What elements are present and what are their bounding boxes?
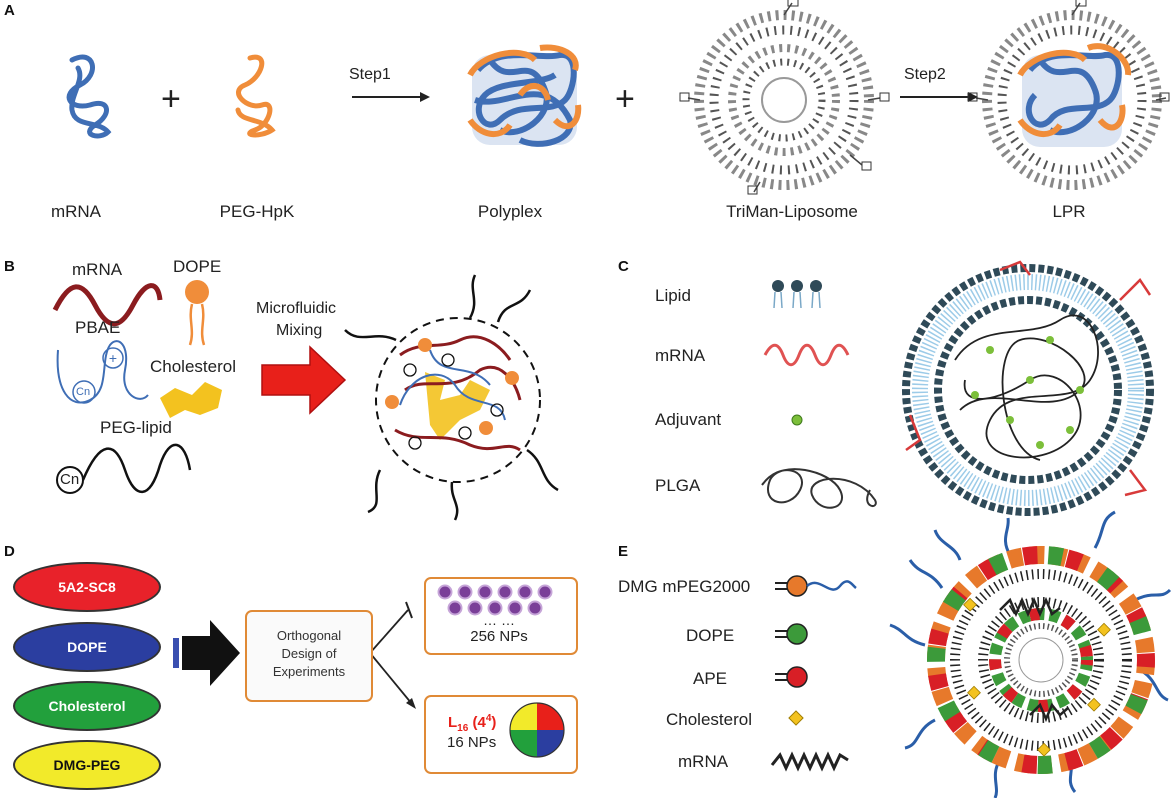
label-pbae: PBAE	[75, 318, 121, 337]
label-ape: APE	[693, 669, 728, 688]
np-dot-grid-icon	[437, 584, 553, 616]
l16-superscript: 4	[485, 713, 492, 724]
microfluidic-arrow-icon	[261, 345, 347, 415]
design-arrow-icon	[182, 620, 240, 686]
mrna-wave-icon	[52, 283, 163, 327]
mrna-strand-icon	[66, 54, 112, 139]
legend-mrna-icon	[770, 751, 849, 772]
lnp-e-icon	[889, 510, 1172, 798]
label-l16: L16 (44)	[448, 713, 496, 734]
step2-label: Step2	[904, 66, 946, 83]
label-lpr: LPR	[1052, 202, 1086, 221]
plga-tangle-icon	[761, 468, 877, 509]
lipid-nanoparticle-icon	[902, 260, 1154, 516]
lpr-icon	[967, 0, 1170, 190]
label-peg-hpk: PEG-HpK	[219, 202, 295, 221]
label-plga: PLGA	[655, 476, 701, 495]
label-256-nps: 256 NPs	[470, 628, 528, 645]
l16-base: L	[448, 714, 458, 731]
pbae-polymer-icon	[56, 340, 149, 404]
panel-label-a: A	[4, 2, 15, 19]
plus-sign-1: +	[161, 80, 181, 118]
dope-headgroup-icon	[185, 280, 209, 304]
component-5a2-sc8: 5A2-SC8	[13, 562, 161, 612]
design-of-experiments-box	[245, 610, 373, 702]
label-cn-peg: Cn	[60, 471, 80, 488]
label-mrna-b: mRNA	[72, 260, 123, 279]
adjuvant-icon	[791, 414, 803, 426]
label-mrna-c: mRNA	[655, 346, 706, 365]
component-cholesterol: Cholesterol	[13, 681, 161, 731]
l16-subscript: 16	[457, 723, 469, 734]
panel-label-c: C	[618, 258, 629, 275]
orthogonal-box	[424, 695, 578, 774]
plus-sign-2: +	[615, 80, 635, 118]
label-mixing: Mixing	[276, 322, 323, 339]
label-dmg-mpeg2000: DMG mPEG2000	[618, 577, 751, 596]
label-mrna-e: mRNA	[678, 752, 729, 771]
l16-close: )	[491, 714, 497, 731]
mrna-helix-icon	[763, 343, 850, 367]
step1-label: Step1	[349, 66, 391, 83]
label-cn-pbae: Cn	[76, 386, 91, 398]
component-dope: DOPE	[13, 622, 161, 672]
design-line-1: Orthogonal	[276, 628, 342, 643]
lipid-icon	[772, 280, 822, 309]
label-triman-liposome: TriMan-Liposome	[726, 202, 858, 221]
label-microfluidic: Microfluidic	[256, 300, 337, 317]
label-lipid: Lipid	[655, 286, 691, 305]
panel-label-d: D	[4, 543, 15, 560]
l16-paren: (4	[472, 714, 486, 731]
design-line-3: Experiments	[272, 664, 346, 679]
polyplex-icon	[467, 44, 582, 147]
label-dope-e: DOPE	[686, 626, 735, 645]
label-polyplex: Polyplex	[477, 202, 543, 221]
dots-ellipsis: … …	[483, 612, 515, 628]
cholesterol-shape-icon	[160, 382, 222, 418]
panel-label-e: E	[618, 543, 629, 560]
design-line-2: Design of	[281, 646, 337, 661]
peg-hpk-strand-icon	[235, 54, 276, 138]
label-adjuvant: Adjuvant	[655, 410, 722, 429]
label-peg-lipid: PEG-lipid	[100, 418, 172, 437]
lnp-particle-icon	[344, 274, 559, 521]
panel-label-b: B	[4, 258, 15, 275]
label-dope-b: DOPE	[173, 257, 222, 276]
legend-cholesterol-icon	[788, 710, 804, 726]
label-cholesterol-e: Cholesterol	[666, 710, 752, 729]
svg-text:+: +	[109, 350, 117, 366]
label-mrna-a: mRNA	[50, 202, 102, 221]
label-cholesterol-b: Cholesterol	[150, 357, 236, 376]
pie-chart-icon	[509, 702, 565, 758]
legend-dope-icon	[775, 623, 808, 645]
label-16-nps: 16 NPs	[447, 734, 497, 751]
full-factorial-box	[424, 577, 578, 655]
component-dmg-peg: DMG-PEG	[13, 740, 161, 790]
triman-liposome-icon	[679, 0, 890, 195]
legend-ape-icon	[775, 666, 808, 688]
legend-dmg-icon	[775, 575, 857, 597]
